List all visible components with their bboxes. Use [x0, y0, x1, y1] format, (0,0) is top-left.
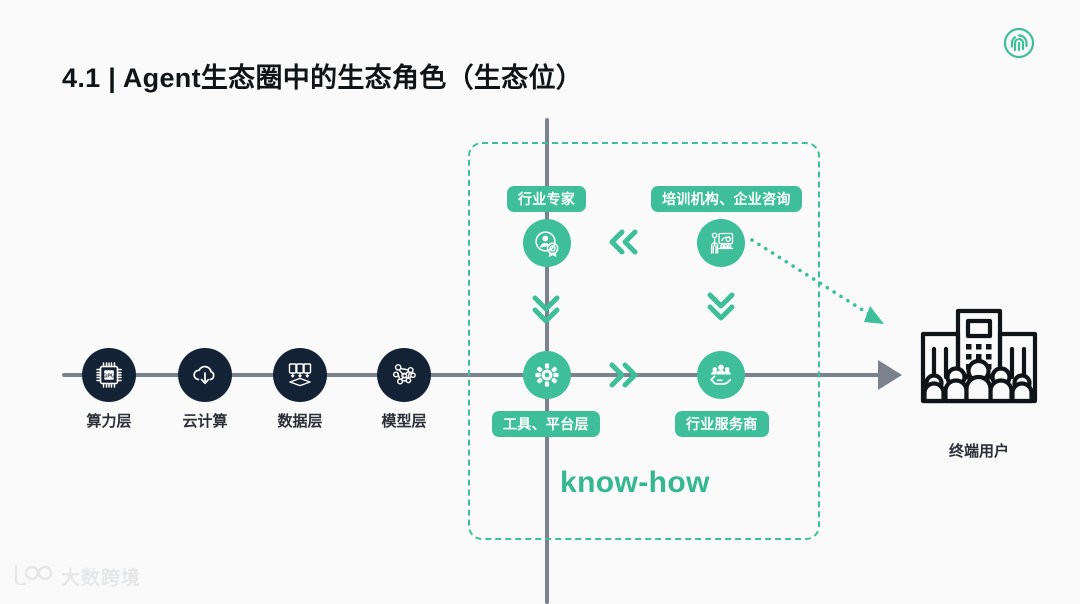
neural-network-icon [377, 348, 431, 402]
infra-node-data[interactable]: 数据层 [273, 348, 327, 430]
label-tools-platform[interactable]: 工具、平台层 [492, 411, 600, 438]
fingerprint-icon [1003, 27, 1035, 59]
cloud-sync-icon [178, 348, 232, 402]
infra-node-compute[interactable]: GPU 算力层 [82, 348, 136, 430]
data-documents-icon [273, 348, 327, 402]
infra-node-label: 模型层 [381, 413, 427, 430]
page-title: 4.1 | Agent生态圈中的生态角色（生态位） [62, 63, 584, 93]
gear-icon [523, 351, 571, 399]
node-industry-expert[interactable] [523, 219, 571, 267]
know-how-caption: know-how [560, 466, 710, 499]
hand-holding-people-icon [697, 351, 745, 399]
gpu-chip-icon: GPU [82, 348, 136, 402]
label-industry-expert[interactable]: 行业专家 [507, 186, 587, 213]
infra-node-cloud[interactable]: 云计算 [178, 348, 232, 430]
know-how-zone-boundary [468, 142, 820, 540]
dashujing-logo-icon [10, 563, 54, 590]
watermark: 大数跨境 [10, 563, 141, 590]
infra-node-label: 数据层 [277, 413, 323, 430]
main-timeline-axis [62, 373, 890, 377]
double-chevron-right-icon [603, 360, 645, 395]
training-presentation-icon [697, 219, 745, 267]
dotted-arrow-icon [740, 228, 900, 336]
label-industry-service-provider[interactable]: 行业服务商 [675, 411, 769, 438]
infra-node-label: 算力层 [86, 413, 132, 430]
double-chevron-down-icon [705, 285, 737, 332]
watermark-text: 大数跨境 [61, 568, 142, 589]
node-tools-platform[interactable] [523, 351, 571, 399]
office-building-people-icon [912, 308, 1046, 416]
node-training-consulting[interactable] [697, 219, 745, 267]
label-training-consulting[interactable]: 培训机构、企业咨询 [651, 186, 802, 213]
expert-badge-icon [523, 219, 571, 267]
infra-node-model[interactable]: 模型层 [377, 348, 431, 430]
node-industry-service-provider[interactable] [697, 351, 745, 399]
svg-text:GPU: GPU [103, 373, 115, 379]
double-chevron-left-icon [602, 227, 644, 262]
axis-arrowhead-icon [878, 360, 902, 390]
infra-node-label: 云计算 [182, 413, 228, 430]
end-user-label: 终端用户 [948, 443, 1010, 460]
double-chevron-down-icon [530, 288, 562, 335]
